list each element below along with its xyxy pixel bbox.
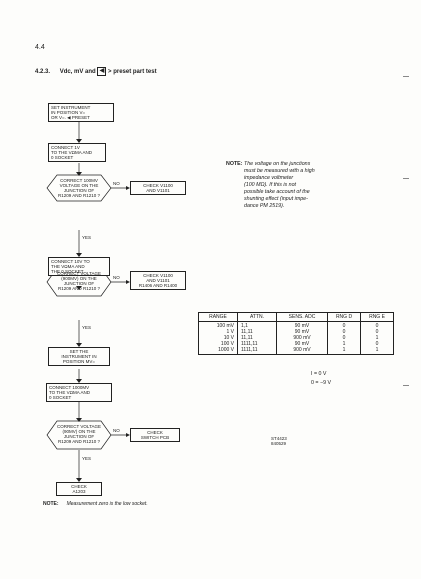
col-header: RNG E	[360, 312, 394, 322]
no-label-3: NO	[113, 428, 120, 433]
yes-label-3: YES	[82, 456, 92, 461]
col-header: SENS. ADC	[276, 312, 328, 322]
flow-check-v1100: CHECK V1100 AND V1101	[130, 181, 186, 195]
arrow-head-7	[76, 418, 82, 422]
page-number: 4.4	[35, 44, 45, 51]
range-table: RANGE ATTN. SENS. ADC RNG D RNG E 100 mV…	[198, 312, 394, 355]
arrow-head-4	[76, 286, 82, 290]
edge-mark	[403, 76, 409, 77]
flow-step-connect-1000mv: CONNECT 1000mV TO THE VΩmA AND 0 SOCKET	[46, 383, 112, 402]
flow-check-r1406: CHECK V1100 AND V1101 R1406 AND R1400	[130, 271, 186, 290]
note-bottom-text: Measurement zero is the low socket.	[66, 501, 148, 507]
note-label: NOTE:	[226, 161, 243, 167]
arrow-head-6	[76, 379, 82, 383]
arrow-head-no-2	[126, 280, 130, 284]
arrow-head-no-1	[126, 186, 130, 190]
arrow-head-1	[76, 139, 82, 143]
col-header: ATTN.	[237, 312, 277, 322]
note-bottom-label: NOTE:	[43, 501, 59, 507]
table-header-row: RANGE ATTN. SENS. ADC RNG D RNG E	[198, 312, 394, 322]
yes-label-1: YES	[82, 235, 92, 240]
arrow-head-3	[76, 253, 82, 257]
arrow-head-5	[76, 343, 82, 347]
figure-code: ST4423 840529	[271, 436, 287, 446]
col-header: RANGE	[198, 312, 238, 322]
arrow-head-2	[76, 172, 82, 176]
equation-i: I = 0 V	[311, 371, 327, 377]
section-number: 4.2.3.	[35, 69, 51, 76]
flow-check-switch-pcb: CHECK SWITCH PCB	[130, 428, 180, 442]
flow-step-connect-1v: CONNECT 1V TO THE VΩmA AND 0 SOCKET	[48, 143, 106, 162]
edge-mark	[403, 178, 409, 179]
no-label-1: NO	[113, 181, 120, 186]
edge-mark	[403, 385, 409, 386]
flow-step-connect-10v: CONNECT 10V TO THE VΩmA AND THE 0 SOCKET	[48, 257, 110, 276]
flow-step-check-a1203: CHECK A1203	[56, 482, 102, 496]
arrow-head-no-3	[126, 433, 130, 437]
arrow-head-8	[76, 478, 82, 482]
decision-diamond-3	[46, 420, 112, 450]
equation-zero: 0 = −9 V	[311, 380, 332, 386]
section-heading: 4.2.3. Vdc, mV and ◀ > preset part test	[35, 67, 157, 76]
flow-step-set-instrument: SET INSTRUMENT IN POSITION V= OR V=. ◀ P…	[48, 103, 114, 122]
flow-step-set-mv: SET THE INSTRUMENT IN POSITION mV=	[48, 347, 110, 366]
preset-glyph-icon: ◀	[97, 67, 107, 76]
no-label-2: NO	[113, 275, 120, 280]
col-header: RNG D	[327, 312, 361, 322]
section-title-end: > preset part test	[108, 69, 157, 76]
note-measurement-zero: NOTE: Measurement zero is the low socket.	[43, 501, 148, 507]
note-impedance: NOTE: The voltage on the junctions must …	[226, 161, 315, 209]
yes-label-2: YES	[82, 325, 92, 330]
section-title-start: Vdc, mV and	[59, 69, 96, 76]
decision-diamond-1	[46, 174, 112, 202]
